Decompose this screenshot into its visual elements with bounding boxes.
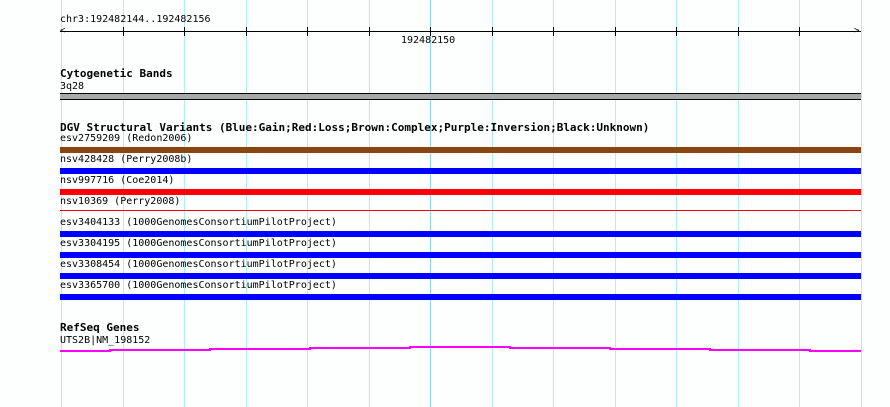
ruler-tick	[430, 27, 431, 36]
grid-line	[738, 0, 739, 407]
grid-line	[61, 0, 62, 407]
dgv-feature-bar[interactable]	[60, 210, 861, 211]
grid-line	[184, 0, 185, 407]
ruler-location: chr3:192482144..192482156	[60, 14, 211, 25]
ruler-tick	[369, 27, 370, 36]
grid-line	[430, 0, 431, 407]
cyto-band-bar[interactable]	[60, 93, 861, 100]
grid-line	[492, 0, 493, 407]
scroll-left-arrow-icon[interactable]: <	[60, 26, 66, 36]
grid-line	[307, 0, 308, 407]
dgv-feature-label[interactable]: esv3404133 (1000GenomesConsortiumPilotPr…	[60, 217, 337, 228]
dgv-feature-label[interactable]: esv3308454 (1000GenomesConsortiumPilotPr…	[60, 259, 337, 270]
grid-line	[246, 0, 247, 407]
dgv-feature-bar[interactable]	[60, 252, 861, 258]
dgv-feature-bar[interactable]	[60, 168, 861, 174]
cyto-track-title: Cytogenetic Bands	[60, 67, 173, 80]
dgv-feature-bar[interactable]	[60, 294, 861, 300]
grid-line	[676, 0, 677, 407]
dgv-feature-bar[interactable]	[60, 231, 861, 237]
ruler-tick	[246, 27, 247, 36]
ruler-tick	[307, 27, 308, 36]
grid-line	[369, 0, 370, 407]
ruler-tick	[615, 27, 616, 36]
dgv-feature-label[interactable]: nsv10369 (Perry2008)	[60, 196, 181, 207]
ruler-tick	[676, 27, 677, 36]
grid-line	[553, 0, 554, 407]
grid-line	[799, 0, 800, 407]
ruler-tick	[553, 27, 554, 36]
ruler-axis	[60, 31, 861, 32]
dgv-feature-label[interactable]: esv3304195 (1000GenomesConsortiumPilotPr…	[60, 238, 337, 249]
ruler-tick	[799, 27, 800, 36]
grid-line	[123, 0, 124, 407]
dgv-track-title: DGV Structural Variants (Blue:Gain;Red:L…	[60, 121, 650, 134]
dgv-feature-bar[interactable]	[60, 189, 861, 195]
dgv-feature-label[interactable]: esv2759209 (Redon2006)	[60, 133, 193, 144]
refseq-gene-line[interactable]	[0, 340, 890, 360]
ruler-tick	[738, 27, 739, 36]
ruler-tick	[184, 27, 185, 36]
dgv-feature-bar[interactable]	[60, 147, 861, 153]
cyto-band-label[interactable]: 3q28	[60, 81, 85, 92]
ruler-tick	[123, 27, 124, 36]
dgv-feature-label[interactable]: nsv428428 (Perry2008b)	[60, 154, 193, 165]
grid-line	[861, 0, 862, 407]
scroll-right-arrow-icon[interactable]: >	[854, 26, 860, 36]
ruler-tick	[492, 27, 493, 36]
ruler-center-label: 192482150	[401, 35, 456, 46]
dgv-feature-label[interactable]: nsv997716 (Coe2014)	[60, 175, 175, 186]
dgv-feature-label[interactable]: esv3365700 (1000GenomesConsortiumPilotPr…	[60, 280, 337, 291]
refseq-gene-label[interactable]: UTS2B|NM_198152	[60, 335, 151, 346]
grid-line	[615, 0, 616, 407]
refseq-track-title: RefSeq Genes	[60, 321, 140, 334]
dgv-feature-bar[interactable]	[60, 273, 861, 279]
